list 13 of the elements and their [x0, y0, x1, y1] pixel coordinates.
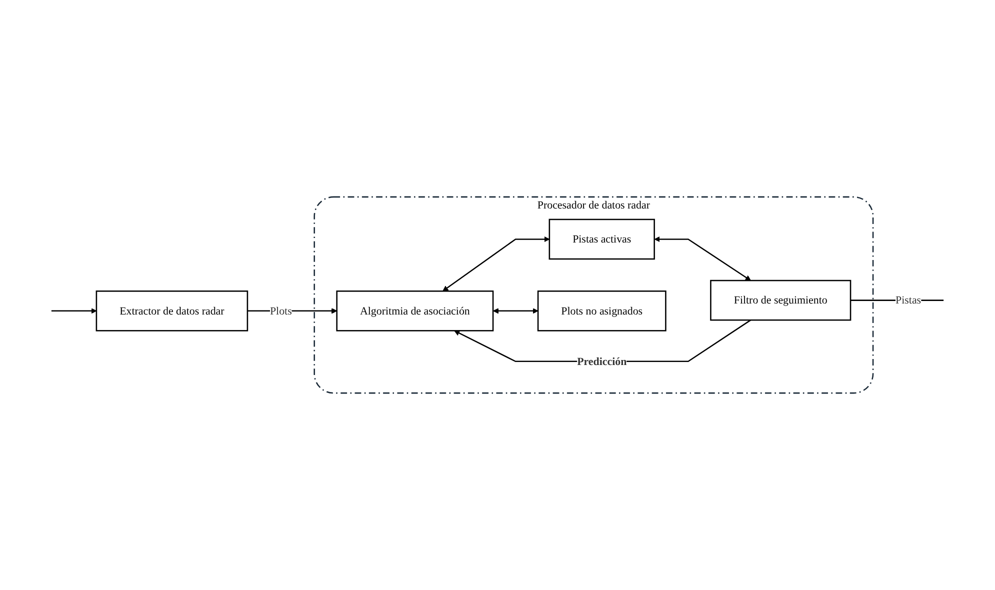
node-box: Extractor de datos radar [96, 290, 248, 332]
node-box: Algoritmia de asociación [336, 290, 494, 332]
node-box: Plots no asignados [537, 290, 666, 332]
node-box: Filtro de seguimiento [710, 280, 852, 321]
edge-label: Predicción [577, 355, 627, 368]
edge-label: Plots [270, 304, 292, 317]
arrow [247, 308, 338, 314]
node-box: Pistas activas [548, 218, 655, 260]
arrow [493, 308, 538, 314]
arrow [654, 236, 751, 281]
arrow [51, 308, 97, 314]
arrow [442, 236, 550, 292]
edge-label: Pistas [896, 294, 922, 306]
